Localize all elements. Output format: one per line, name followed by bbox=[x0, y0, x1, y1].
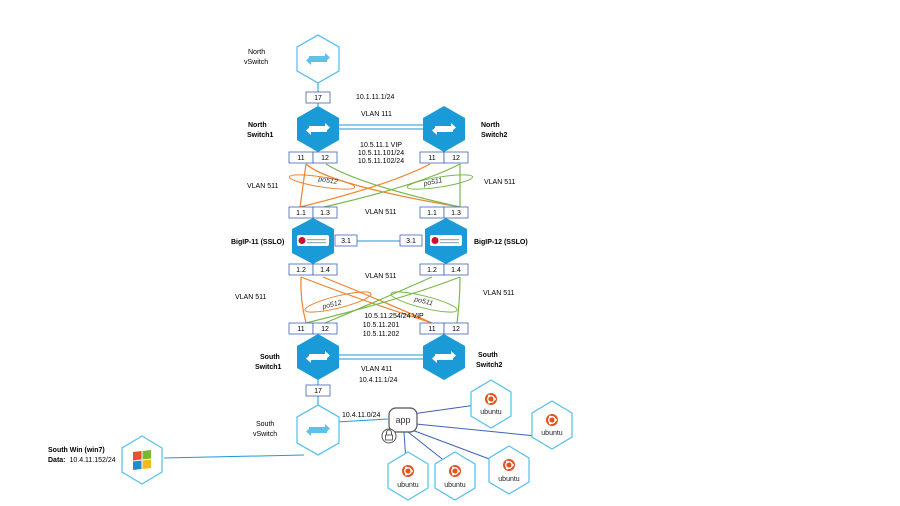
ubuntu-node: ubuntu bbox=[470, 379, 512, 429]
north-switch2-label-1: North bbox=[481, 122, 500, 129]
bigip11-port-3-1: 3.1 bbox=[341, 238, 351, 245]
upper-vlan-right: VLAN 511 bbox=[484, 179, 515, 186]
ubuntu-label: ubuntu bbox=[498, 476, 520, 483]
north-vswitch: North vSwitch 17 bbox=[244, 34, 340, 104]
south-switch1-port-12: 12 bbox=[321, 326, 329, 333]
lower-vlan-mid: VLAN 511 bbox=[365, 273, 396, 280]
bigip11-label: BigIP-11 (SSLO) bbox=[231, 239, 284, 246]
south-switch2-port-11: 11 bbox=[428, 326, 435, 333]
south-switch1-port-17: 17 bbox=[314, 388, 322, 395]
north-switch1-port-11: 11 bbox=[297, 155, 304, 162]
south-switch1-port-11: 11 bbox=[297, 326, 304, 333]
north-switch1: North Switch1 11 12 bbox=[247, 106, 339, 164]
bigip-11: 1.1 1.3 3.1 BigIP-11 (SSLO) 1.2 1.4 bbox=[231, 206, 358, 276]
bigip-12: 1.1 1.3 3.1 BigIP-12 (SSLO) 1.2 1.4 bbox=[399, 206, 528, 276]
ubuntu-label: ubuntu bbox=[397, 482, 419, 489]
north-switch1-label-2: Switch1 bbox=[247, 132, 274, 139]
south-win-title: South Win (win7) bbox=[48, 447, 105, 454]
south-switch1-label-2: Switch1 bbox=[255, 364, 282, 371]
ubuntu-label: ubuntu bbox=[541, 430, 563, 437]
ubuntu-node: ubuntu bbox=[488, 445, 530, 495]
windows-logo-icon bbox=[133, 450, 151, 470]
bigip12-port-1-1: 1.1 bbox=[427, 210, 437, 217]
bigip12-port-1-4: 1.4 bbox=[451, 267, 461, 274]
bigip11-port-1-2: 1.2 bbox=[296, 267, 306, 274]
ubuntu-logo-icon bbox=[401, 464, 415, 478]
south-vlan: VLAN 411 bbox=[361, 366, 392, 373]
upper-vlan-mid: VLAN 511 bbox=[365, 209, 396, 216]
ubuntu-logo-icon bbox=[484, 392, 498, 406]
north-vswitch-label-1: North bbox=[248, 49, 265, 56]
south-switch2: 11 12 South Switch2 bbox=[419, 322, 503, 380]
north-subnet: 10.1.11.1/24 bbox=[356, 94, 395, 101]
bigip12-port-1-2: 1.2 bbox=[427, 267, 437, 274]
south-vswitch-label-2: vSwitch bbox=[253, 431, 277, 438]
links bbox=[163, 80, 537, 463]
north-vlan: VLAN 111 bbox=[361, 111, 392, 118]
south-ip2: 10.5.11.202 bbox=[363, 331, 400, 338]
north-vswitch-label-2: vSwitch bbox=[244, 59, 268, 66]
bigip12-label: BigIP-12 (SSLO) bbox=[474, 239, 528, 246]
south-vswitch: South vSwitch 10.4.11.0/24 bbox=[253, 404, 381, 456]
south-ip1: 10.5.11.201 bbox=[363, 322, 400, 329]
lower-vlan-left: VLAN 511 bbox=[235, 294, 266, 301]
south-win-data-key: Data: bbox=[48, 457, 66, 464]
north-switch2-port-11: 11 bbox=[428, 155, 435, 162]
bigip12-port-3-1: 3.1 bbox=[406, 238, 416, 245]
lower-po512: po512 bbox=[321, 299, 343, 311]
ubuntu-logo-icon bbox=[502, 458, 516, 472]
north-ip1: 10.5.11.101/24 bbox=[358, 150, 404, 157]
lower-vlan-right: VLAN 511 bbox=[483, 290, 514, 297]
lock-icon bbox=[381, 428, 397, 444]
ubuntu-node: ubuntu bbox=[434, 451, 476, 501]
app-label: app bbox=[395, 415, 410, 425]
bigip11-port-1-4: 1.4 bbox=[320, 267, 330, 274]
south-vip: 10.5.11.254/24 VIP bbox=[364, 313, 424, 320]
ubuntu-logo-icon bbox=[545, 413, 559, 427]
south-vswitch-label-1: South bbox=[256, 421, 274, 428]
south-win-data: Data: 10.4.11.152/24 bbox=[48, 457, 116, 464]
north-switch2-port-12: 12 bbox=[452, 155, 460, 162]
north-vswitch-port: 17 bbox=[314, 95, 322, 102]
south-switch2-label-1: South bbox=[478, 352, 498, 359]
south-win-data-value: 10.4.11.152/24 bbox=[69, 457, 115, 464]
ubuntu-label: ubuntu bbox=[480, 409, 502, 416]
app-node: app bbox=[381, 407, 418, 444]
south-switch1: 11 12 South Switch1 17 bbox=[255, 322, 339, 397]
south-switch2-port-12: 12 bbox=[452, 326, 460, 333]
south-vswitch-subnet: 10.4.11.0/24 bbox=[342, 412, 381, 419]
bigip12-port-1-3: 1.3 bbox=[451, 210, 461, 217]
north-vip: 10.5.11.1 VIP bbox=[360, 142, 402, 149]
ubuntu-node: ubuntu bbox=[387, 451, 429, 501]
south-switch2-label-2: Switch2 bbox=[476, 362, 503, 369]
upper-po512: po512 bbox=[317, 176, 338, 186]
bigip11-port-1-3: 1.3 bbox=[320, 210, 330, 217]
north-switch2-label-2: Switch2 bbox=[481, 132, 508, 139]
bigip11-port-1-1: 1.1 bbox=[296, 210, 306, 217]
north-switch1-label-1: North bbox=[248, 122, 267, 129]
south-win-host: South Win (win7) Data: 10.4.11.152/24 bbox=[48, 435, 163, 485]
ubuntu-label: ubuntu bbox=[444, 482, 466, 489]
lower-po511: po511 bbox=[413, 296, 434, 308]
north-switch1-port-12: 12 bbox=[321, 155, 329, 162]
north-ip2: 10.5.11.102/24 bbox=[358, 158, 404, 165]
ubuntu-logo-icon bbox=[448, 464, 462, 478]
upper-po511: po511 bbox=[422, 177, 443, 188]
north-switch2: North Switch2 11 12 bbox=[419, 106, 508, 164]
ubuntu-node: ubuntu bbox=[531, 400, 573, 450]
south-switch1-label-1: South bbox=[260, 354, 280, 361]
upper-vlan-left: VLAN 511 bbox=[247, 183, 278, 190]
south-subnet: 10.4.11.1/24 bbox=[359, 377, 398, 384]
